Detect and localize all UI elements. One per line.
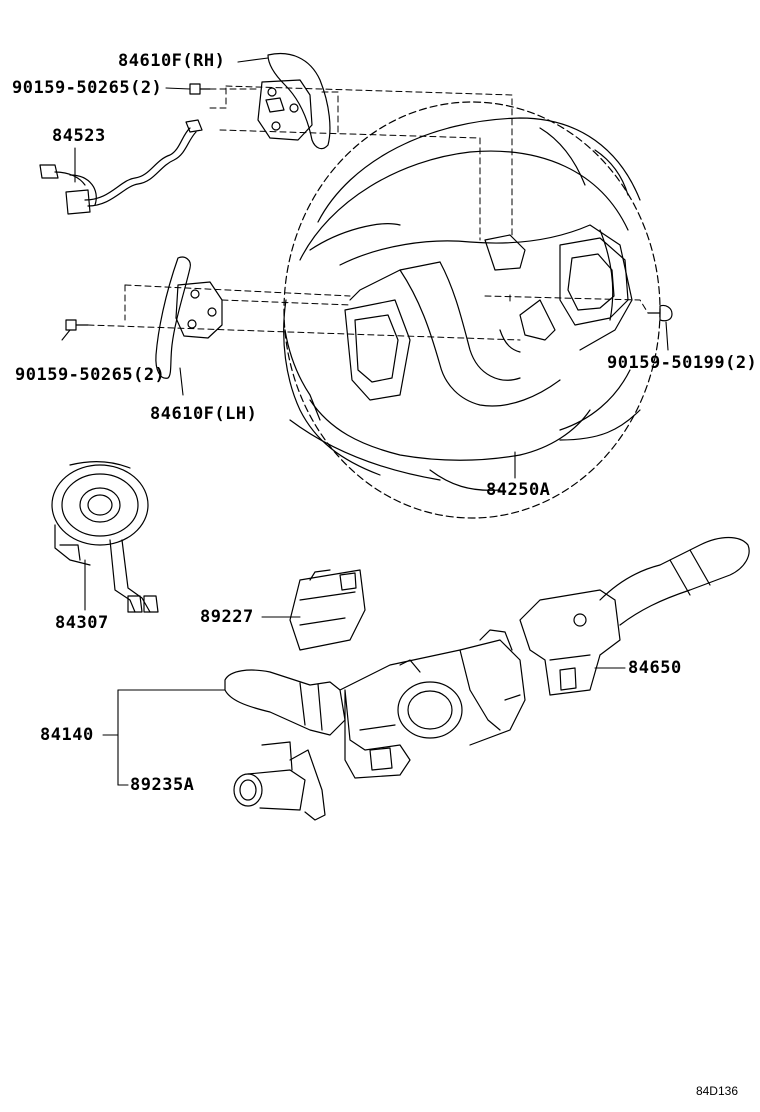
part-label-84610f-lh[interactable]: 84610F(LH) [150,404,258,424]
part-label-84140[interactable]: 84140 [40,725,94,745]
turn-signal-switch-84140 [224,669,346,736]
sensor-89227 [289,569,366,651]
paddle-shifter-lh [155,256,223,379]
spiral-cable-84307 [51,461,159,613]
steering-wheel-hub [284,224,633,461]
part-label-89227[interactable]: 89227 [200,607,254,627]
sensor-89235A [233,741,326,821]
bolts [65,83,673,331]
part-label-84523[interactable]: 84523 [52,126,106,146]
part-label-90159-50199[interactable]: 90159-50199(2) [607,353,758,373]
wiper-switch-84650 [519,536,750,696]
combination-switch-body [339,629,526,779]
part-label-90159-50265-upper[interactable]: 90159-50265(2) [12,78,163,98]
paddle-shifter-rh [257,53,331,150]
part-label-84250a[interactable]: 84250A [486,480,551,500]
part-label-84610f-rh[interactable]: 84610F(RH) [118,51,226,71]
part-label-84307[interactable]: 84307 [55,613,109,633]
part-label-89235a[interactable]: 89235A [130,775,195,795]
steering-wheel-rim [283,101,661,519]
dashed-reference-lines [87,85,649,341]
diagram-code: 84D136 [695,1084,738,1098]
leader-lines [61,57,669,786]
part-label-84650[interactable]: 84650 [628,658,682,678]
part-label-90159-50265-lower[interactable]: 90159-50265(2) [15,365,166,385]
